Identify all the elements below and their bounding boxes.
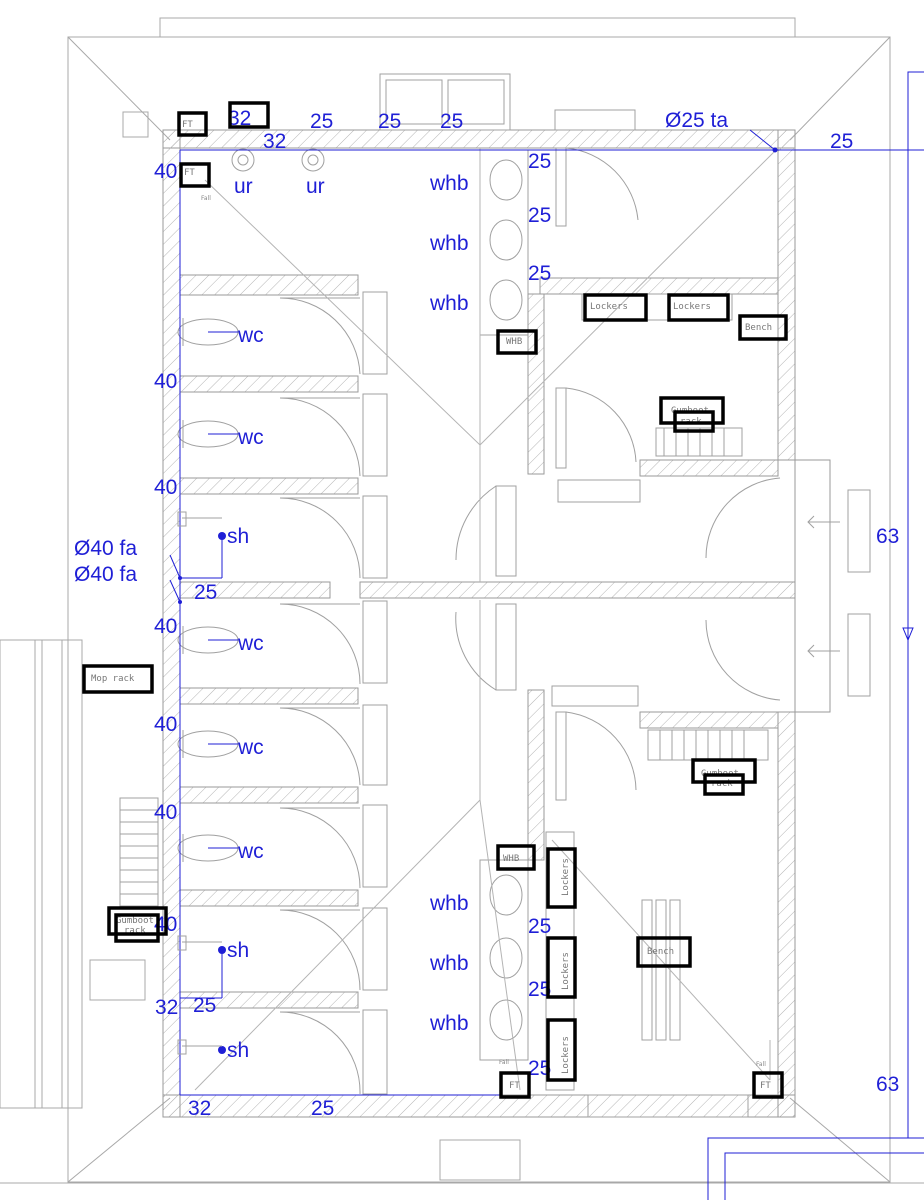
change-room-walls: [527, 277, 831, 861]
shower-fittings: [177, 511, 222, 1055]
mop-rack-structure: [0, 639, 83, 1109]
tag-lockers: Lockers: [561, 858, 571, 896]
pipework: [169, 71, 924, 1200]
label-wc: wc: [237, 840, 264, 863]
tag-whb: WHB: [506, 337, 522, 347]
cubicle-doors: [279, 291, 388, 1095]
change-room-doors: [455, 147, 871, 801]
label-25: 25: [528, 915, 551, 938]
label-urinal: ur: [234, 175, 253, 198]
pipe-points: [178, 147, 778, 1054]
label-whb: whb: [429, 892, 469, 915]
label-25: 25: [311, 1097, 334, 1120]
label-32: 32: [263, 130, 286, 153]
tag-floor-trap: FT: [184, 168, 195, 178]
label-40: 40: [154, 160, 177, 183]
tag-bench: Bench: [647, 947, 674, 957]
tag-fall: Fall: [756, 1061, 766, 1068]
label-40: 40: [154, 370, 177, 393]
label-32: 32: [188, 1097, 211, 1120]
label-32: 32: [155, 996, 178, 1019]
label-whb: whb: [429, 1012, 469, 1035]
label-floor-waste: Ø40 fa: [74, 563, 137, 586]
tag-lockers: Lockers: [673, 302, 711, 312]
label-32: 32: [228, 107, 251, 130]
label-urinal: ur: [306, 175, 325, 198]
label-floor-waste: Ø40 fa: [74, 537, 137, 560]
label-tap-pipe: Ø25 ta: [665, 109, 728, 132]
label-wc: wc: [237, 632, 264, 655]
label-25: 25: [830, 130, 853, 153]
tag-lockers: Lockers: [561, 952, 571, 990]
lockers-benches: [119, 293, 769, 1118]
external-walls: [162, 129, 796, 1118]
label-wc: wc: [237, 324, 264, 347]
cubicle-partitions: [179, 274, 359, 1009]
pipe-labels: 32 32 25 25 25 Ø25 ta 25 ur ur 40 whb wh…: [74, 107, 899, 1120]
wc-fixtures: [177, 318, 239, 862]
urinals: [231, 148, 325, 172]
vanities: [479, 149, 529, 1061]
label-63: 63: [876, 525, 899, 548]
label-wc: wc: [237, 736, 264, 759]
tag-rack: rack: [124, 926, 146, 936]
label-40: 40: [154, 801, 177, 824]
tag-fall: Fall: [499, 1059, 509, 1066]
label-shower: sh: [227, 939, 249, 962]
label-40: 40: [154, 713, 177, 736]
label-25: 25: [193, 994, 216, 1017]
label-shower: sh: [227, 525, 249, 548]
annotation-boxes: [82, 101, 788, 1099]
site-outline: [0, 17, 924, 1184]
label-25: 25: [528, 1057, 551, 1080]
label-shower: sh: [227, 1039, 249, 1062]
label-whb: whb: [429, 952, 469, 975]
tag-floor-trap: FT: [182, 120, 193, 130]
label-25: 25: [440, 110, 463, 133]
label-40: 40: [154, 615, 177, 638]
label-whb: whb: [429, 292, 469, 315]
tag-whb: WHB: [503, 854, 519, 864]
label-whb: whb: [429, 172, 469, 195]
tag-mop-rack: Mop rack: [91, 674, 135, 684]
tag-lockers: Lockers: [561, 1036, 571, 1074]
label-25: 25: [310, 110, 333, 133]
tag-rack: rack: [711, 779, 733, 789]
label-25: 25: [528, 978, 551, 1001]
label-63: 63: [876, 1073, 899, 1096]
tag-fall: Fall: [201, 195, 211, 202]
tag-floor-trap: FT: [509, 1081, 520, 1091]
label-25: 25: [194, 581, 217, 604]
label-40: 40: [154, 476, 177, 499]
tag-gumboot: Gumboot: [116, 916, 154, 926]
label-whb: whb: [429, 232, 469, 255]
label-25: 25: [528, 150, 551, 173]
label-25: 25: [378, 110, 401, 133]
tag-lockers: Lockers: [590, 302, 628, 312]
top-sinks: [379, 73, 636, 131]
label-wc: wc: [237, 426, 264, 449]
label-25: 25: [528, 262, 551, 285]
tag-floor-trap: FT: [760, 1081, 771, 1091]
tag-bench: Bench: [745, 323, 772, 333]
label-25: 25: [528, 204, 551, 227]
